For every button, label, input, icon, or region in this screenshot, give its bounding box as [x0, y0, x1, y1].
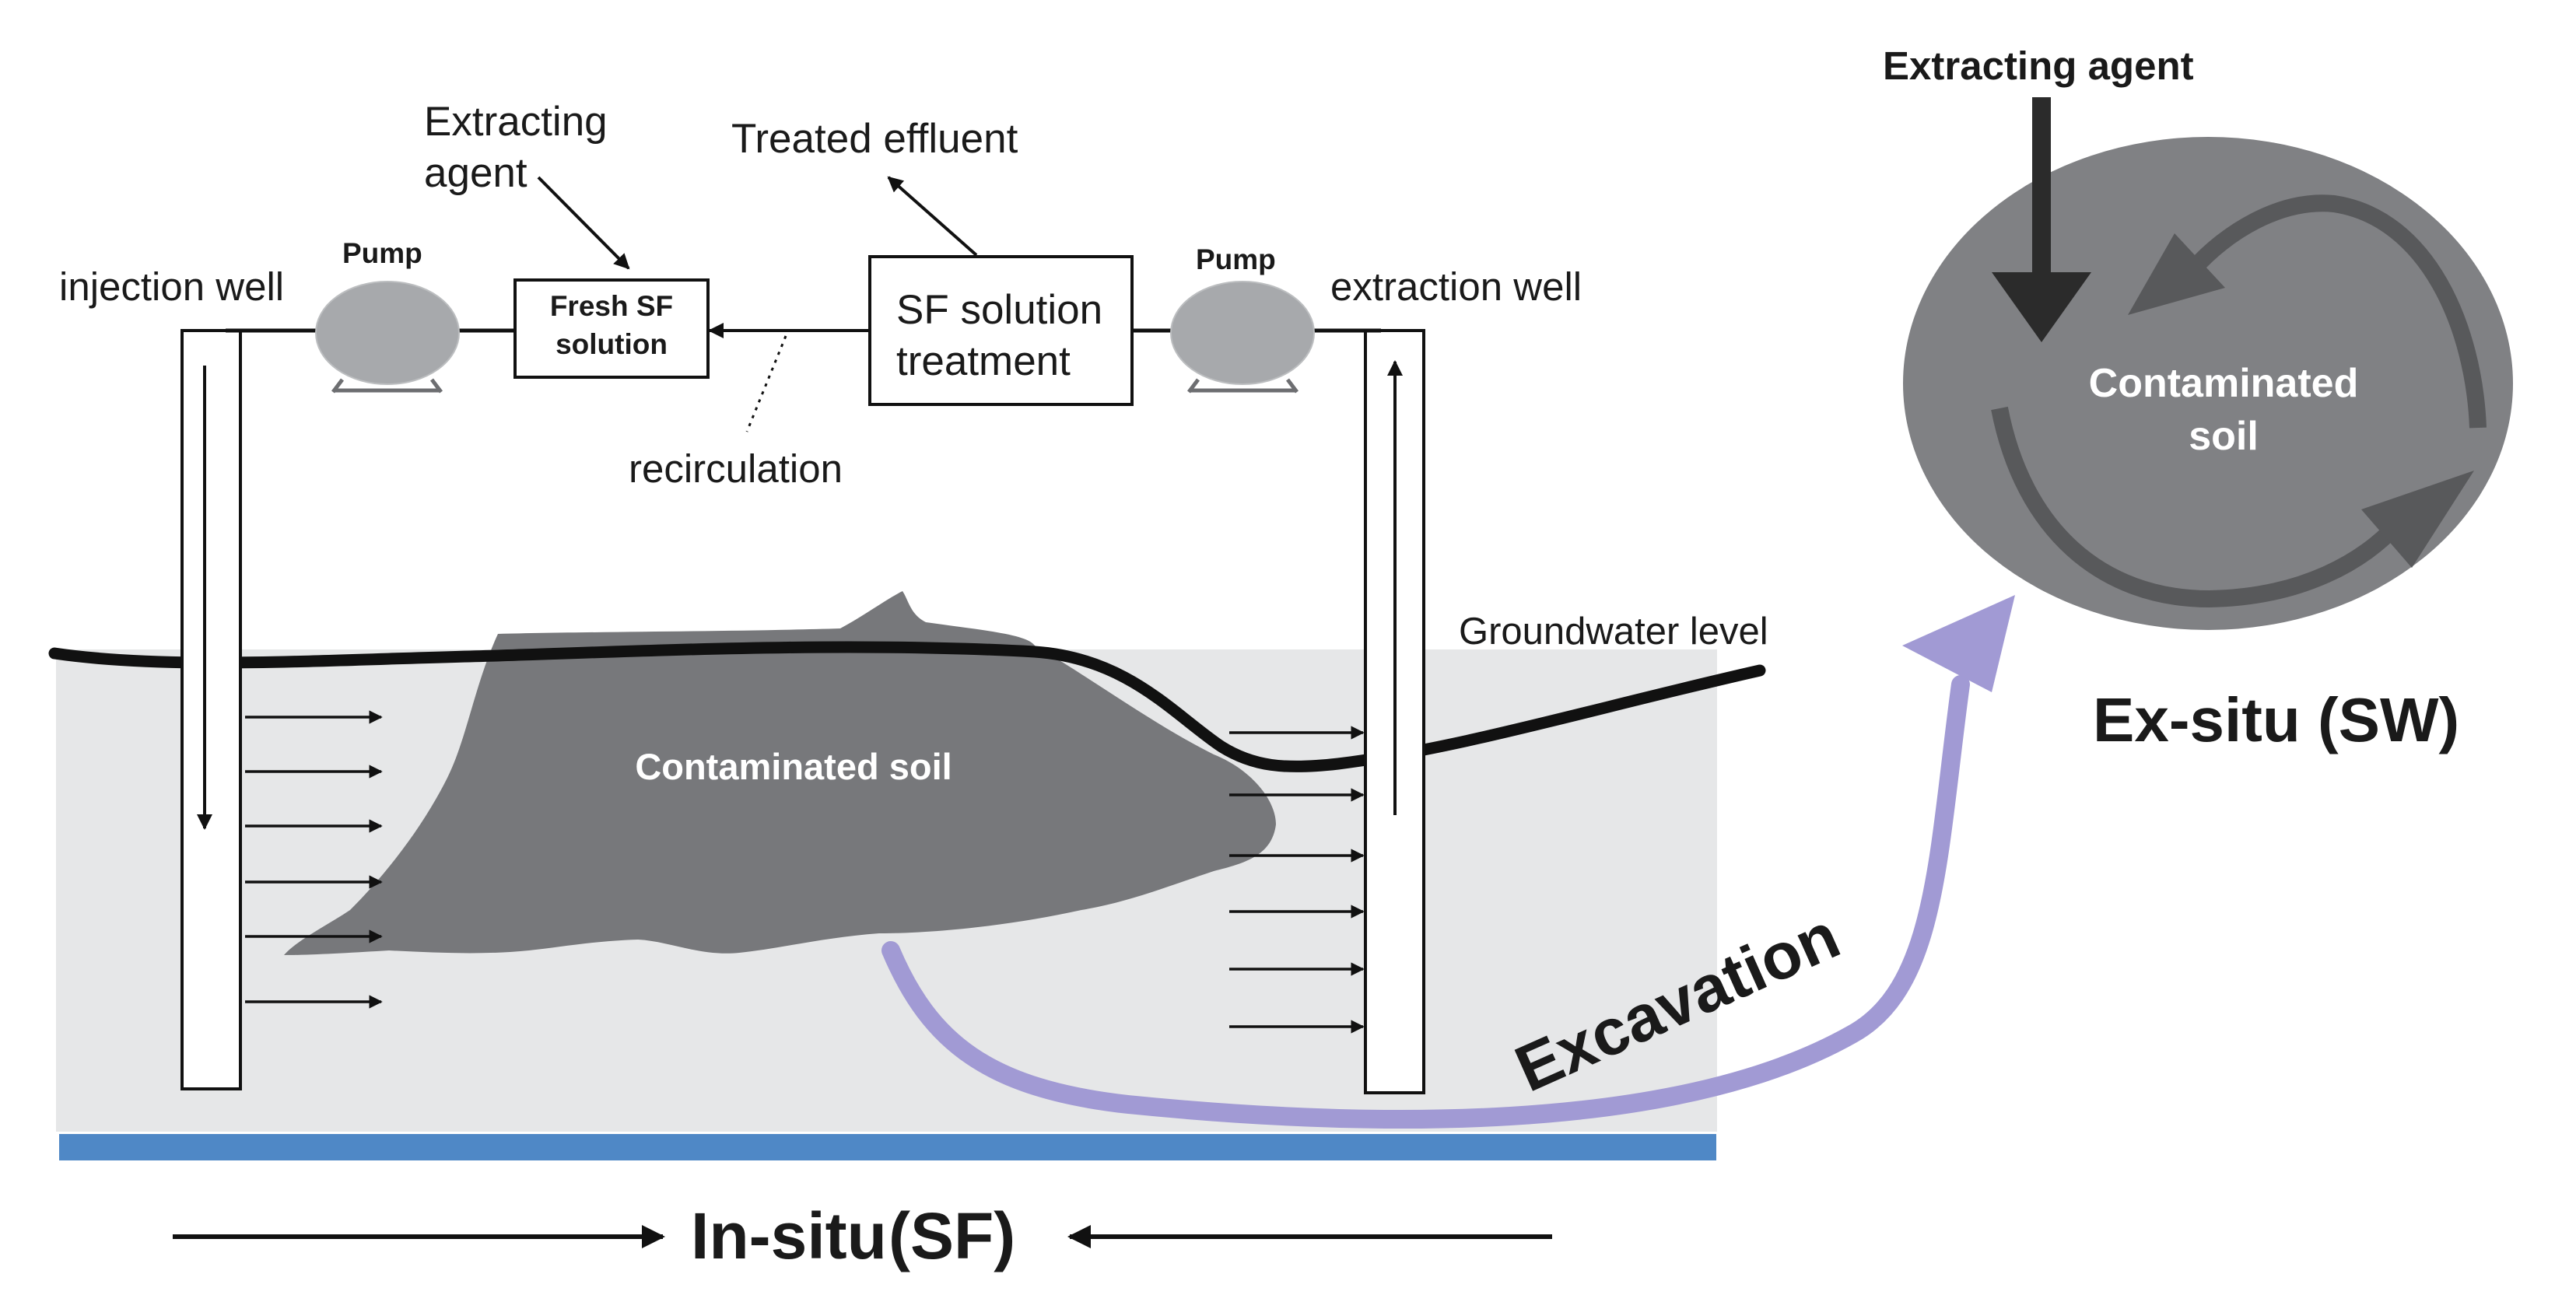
ex-situ-section: Extracting agent Contaminated soil Ex-si… [1883, 44, 2513, 754]
groundwater-level-line [48, 641, 1766, 772]
recirculation-leader [745, 335, 787, 432]
groundwater-level-label: Groundwater level [1459, 611, 1768, 653]
extracting-agent-label-line1: Extracting [424, 99, 608, 145]
injection-lateral-arrows [245, 710, 383, 1009]
fresh-sf-label-line2: solution [556, 328, 668, 360]
pump-right [1170, 281, 1315, 394]
extracting-agent-pointer [537, 176, 630, 270]
pump-left [315, 281, 460, 394]
extracting-agent-label-line2: agent [424, 150, 527, 196]
plume-label: Contaminated soil [635, 746, 952, 787]
contaminant-plume [284, 591, 1276, 955]
recirculation-label: recirculation [629, 446, 843, 491]
excavation-arrow-head [1902, 595, 2015, 692]
excavation-arrow [881, 675, 1970, 1129]
sf-treatment-box [868, 255, 1134, 406]
injection-well [180, 329, 242, 1090]
ex-situ-soil-label-line1: Contaminated [2089, 361, 2359, 406]
agent-arrow-head [1992, 272, 2091, 342]
ex-situ-caption: Ex-situ (SW) [2093, 685, 2459, 754]
ex-situ-soil-label-line2: soil [2189, 414, 2259, 459]
treated-effluent-pointer [887, 176, 978, 257]
cycle-arrow-top [2187, 194, 2487, 429]
extraction-lateral-arrows [1229, 726, 1365, 1034]
in-situ-section: Contaminated soil Groundwater level inje… [48, 99, 1768, 1272]
ex-situ-extracting-agent-label: Extracting agent [1883, 44, 2194, 88]
sf-treatment-label-line1: SF solution [896, 287, 1102, 333]
agent-arrow-shaft [2032, 97, 2051, 276]
ex-situ-soil-ellipse [1903, 137, 2513, 630]
impermeable-layer [59, 1134, 1716, 1160]
in-situ-caption-tag: (SF) [888, 1199, 1015, 1272]
treated-effluent-label: Treated effluent [731, 116, 1018, 162]
pump-right-label: Pump [1196, 243, 1276, 275]
cycle-arrow-bottom-head [2361, 471, 2474, 568]
fresh-sf-label-line1: Fresh SF [550, 290, 673, 322]
in-situ-caption: In-situ [691, 1199, 887, 1272]
extraction-well-label: extraction well [1330, 264, 1582, 309]
pump-left-label: Pump [342, 237, 422, 269]
cycle-arrow-top-head [2128, 233, 2225, 315]
injection-well-label: injection well [59, 264, 284, 309]
sf-treatment-label-line2: treatment [896, 338, 1071, 384]
fresh-sf-box [513, 278, 710, 379]
cycle-arrow-bottom [1991, 406, 2403, 608]
